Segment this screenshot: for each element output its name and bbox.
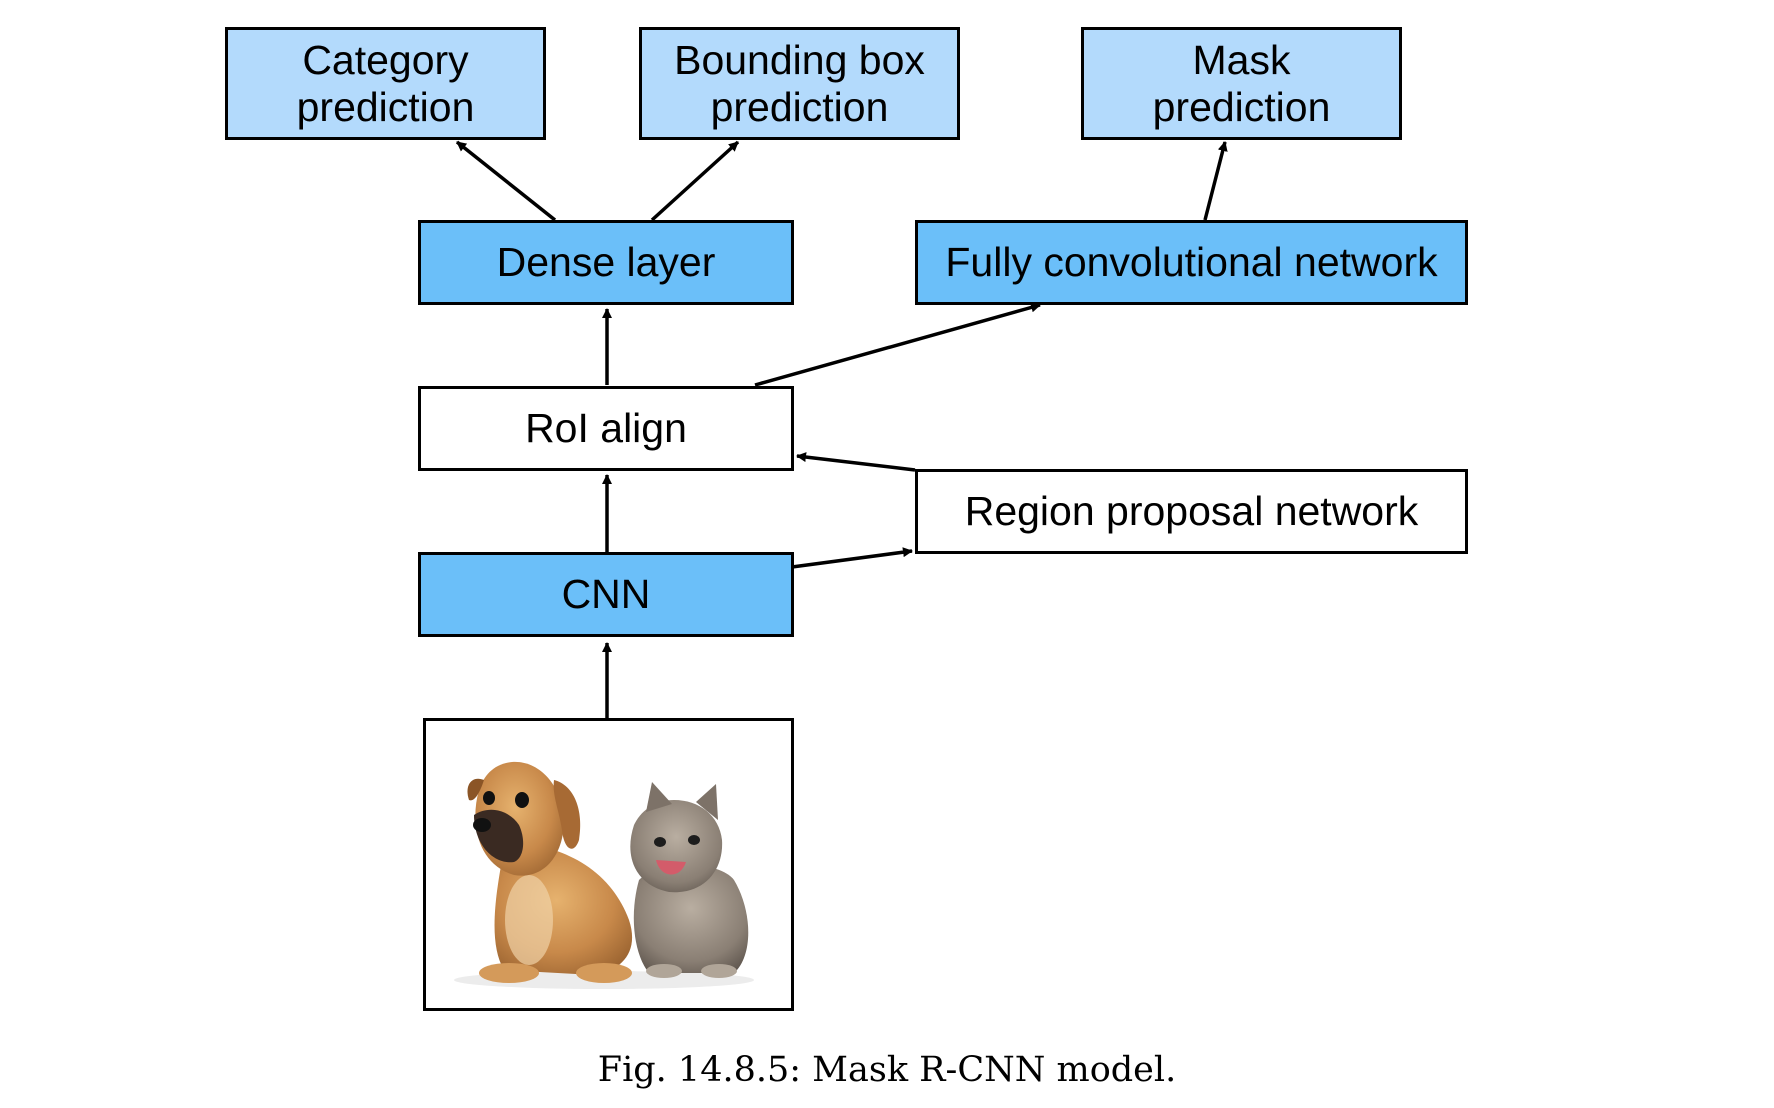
input-image-frame xyxy=(423,718,794,1011)
region-proposal-network-box: Region proposal network xyxy=(915,469,1468,554)
cnn-label: CNN xyxy=(561,571,651,617)
dense-layer-box: Dense layer xyxy=(418,220,794,305)
kitten xyxy=(629,781,748,978)
arrow-fcn-to-mask xyxy=(1203,141,1228,221)
arrow-dense-to-bbox xyxy=(650,140,740,222)
bounding-box-prediction-label: Bounding box prediction xyxy=(674,36,925,130)
puppy-kitten-photo xyxy=(453,761,754,989)
arrow-rpn-to-roi xyxy=(796,452,916,472)
arrow-cnn-to-rpn xyxy=(791,547,913,569)
roi-align-box: RoI align xyxy=(418,386,794,471)
fully-convolutional-network-label: Fully convolutional network xyxy=(945,239,1438,285)
mask-prediction-label: Mask prediction xyxy=(1152,36,1331,130)
roi-align-label: RoI align xyxy=(525,405,687,451)
figure-caption: Fig. 14.8.5: Mask R-CNN model. xyxy=(597,1050,1177,1090)
puppy xyxy=(466,761,632,983)
region-proposal-network-label: Region proposal network xyxy=(964,488,1419,534)
cnn-box: CNN xyxy=(418,552,794,637)
dense-layer-label: Dense layer xyxy=(496,239,716,285)
category-prediction-box: Category prediction xyxy=(225,27,546,140)
mask-prediction-box: Mask prediction xyxy=(1081,27,1402,140)
arrow-roi-to-fcn xyxy=(754,302,1041,387)
bounding-box-prediction-box: Bounding box prediction xyxy=(639,27,960,140)
category-prediction-label: Category prediction xyxy=(296,36,475,130)
arrow-dense-to-category xyxy=(455,140,557,222)
fully-convolutional-network-box: Fully convolutional network xyxy=(915,220,1468,305)
